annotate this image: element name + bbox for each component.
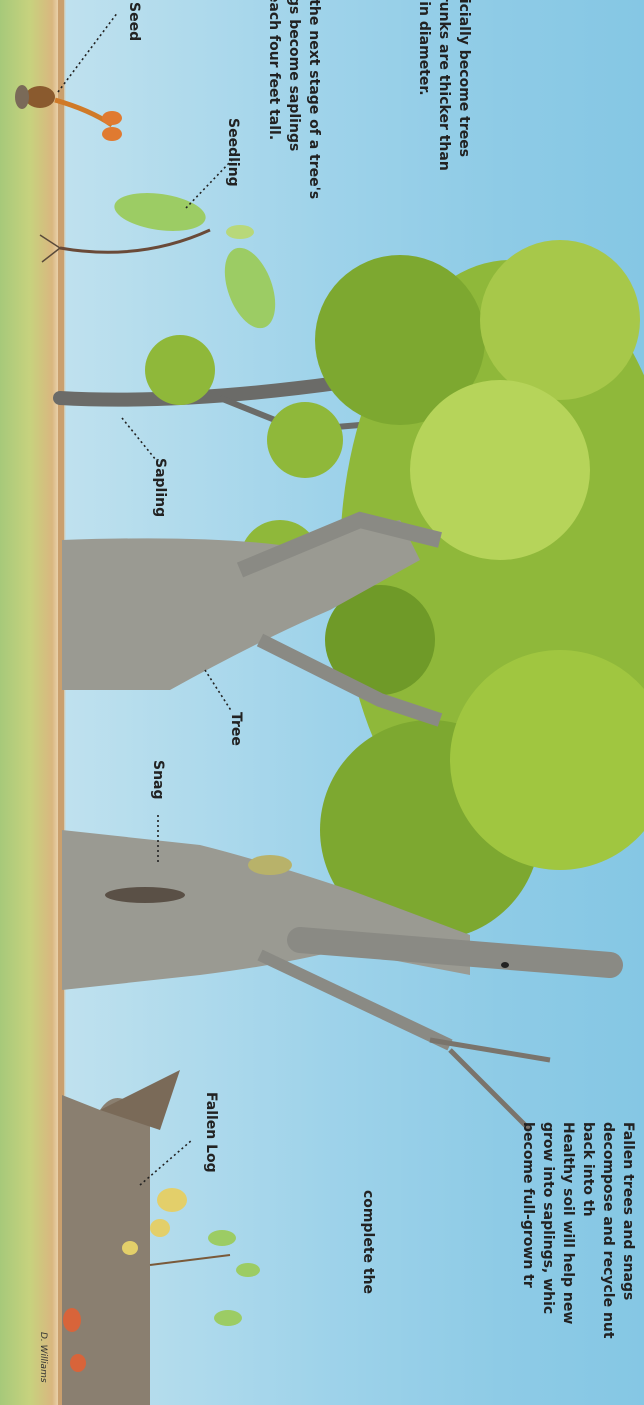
seedling bbox=[40, 188, 285, 335]
label-snag: Snag bbox=[150, 760, 166, 800]
cycle-description-tail: complete the bbox=[358, 1190, 378, 1294]
cycle-description: Fallen trees and snags decompose and rec… bbox=[518, 1122, 638, 1339]
sapling-description: s the next stage of a tree's ngs become … bbox=[264, 0, 324, 199]
acorn-seed bbox=[15, 85, 122, 141]
fallen-log bbox=[62, 1070, 260, 1405]
label-tree: Tree bbox=[228, 712, 244, 746]
tree-description: fficially become trees trunks are thicke… bbox=[414, 0, 474, 171]
tree-leader bbox=[205, 670, 232, 712]
label-sapling: Sapling bbox=[152, 458, 168, 517]
seed-leader bbox=[58, 12, 118, 92]
label-fallen-log: Fallen Log bbox=[203, 1092, 219, 1173]
label-seedling: Seedling bbox=[225, 118, 241, 187]
label-seed: Seed bbox=[126, 2, 142, 41]
artist-signature: D. Williams bbox=[38, 1332, 48, 1383]
